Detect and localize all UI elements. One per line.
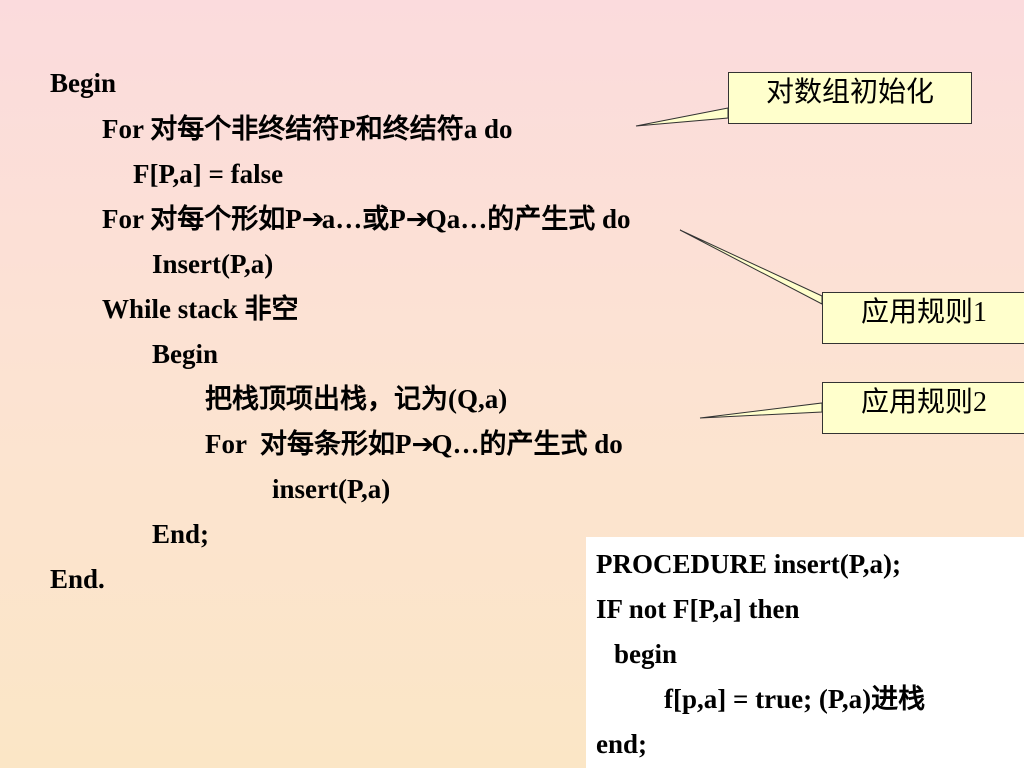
code-line-end: End. — [50, 564, 105, 594]
code-text: Qa…的产生式 do — [425, 204, 631, 234]
procedure-box: PROCEDURE insert(P,a); IF not F[P,a] the… — [586, 537, 1024, 768]
code-text: a…或P — [321, 204, 406, 234]
procedure-line-header: PROCEDURE insert(P,a); — [596, 549, 901, 579]
arrow-icon: ➔ — [411, 429, 435, 460]
callout-rule2: 应用规则2 — [822, 382, 1024, 434]
code-line-pop: 把栈顶项出栈，记为(Q,a) — [205, 384, 508, 414]
callout-init: 对数组初始化 — [728, 72, 972, 124]
code-line-for-each: For 对每条形如P➔Q…的产生式 do — [205, 427, 623, 462]
code-line-insert: Insert(P,a) — [152, 249, 274, 279]
code-line-inner-end: End; — [152, 519, 210, 549]
callout-rule2-pointer — [699, 402, 823, 419]
code-text: Q…的产生式 do — [431, 429, 623, 459]
code-line-false-assign: F[P,a] = false — [133, 159, 284, 189]
callout-rule1-pointer — [679, 229, 823, 305]
code-text: For 对每个形如P — [102, 204, 302, 234]
procedure-line-assign: f[p,a] = true; (P,a)进栈 — [664, 684, 926, 714]
code-line-begin: Begin — [50, 68, 117, 98]
code-text: For 对每条形如P — [205, 429, 412, 459]
code-line-for-init: For 对每个非终结符P和终结符a do — [102, 114, 513, 144]
callout-rule1: 应用规则1 — [822, 292, 1024, 344]
arrow-icon: ➔ — [301, 204, 325, 235]
procedure-line-if: IF not F[P,a] then — [596, 594, 800, 624]
callout-init-pointer — [635, 107, 729, 127]
code-line-while: While stack 非空 — [102, 294, 299, 324]
code-line-inner-insert: insert(P,a) — [272, 474, 391, 504]
procedure-line-end: end; — [596, 729, 648, 759]
procedure-line-begin: begin — [614, 639, 678, 669]
arrow-icon: ➔ — [405, 204, 429, 235]
code-line-inner-begin: Begin — [152, 339, 219, 369]
code-line-for-productions: For 对每个形如P➔a…或P➔Qa…的产生式 do — [102, 202, 631, 237]
